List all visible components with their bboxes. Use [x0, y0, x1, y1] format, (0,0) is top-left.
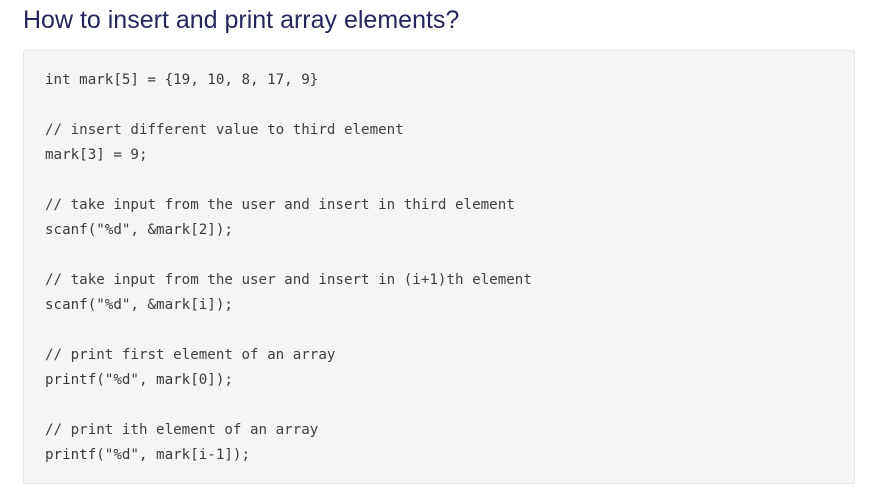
code-comment-insert-third: // insert different value to third eleme…	[45, 122, 404, 138]
code-line-blank	[45, 393, 854, 418]
code-line-scanf-mark-i: scanf("%d", &mark[i]);	[45, 297, 233, 313]
code-line-blank	[45, 243, 854, 268]
code-comment-input-ith: // take input from the user and insert i…	[45, 272, 532, 288]
code-comment-input-third: // take input from the user and insert i…	[45, 197, 515, 213]
code-line-assign-mark-3: mark[3] = 9;	[45, 147, 148, 163]
code-line-blank	[45, 318, 854, 343]
code-line-printf-mark-0: printf("%d", mark[0]);	[45, 372, 233, 388]
code-line-blank	[45, 93, 854, 118]
code-comment-print-first: // print first element of an array	[45, 347, 336, 363]
code-line-blank	[45, 168, 854, 193]
code-comment-print-ith: // print ith element of an array	[45, 422, 319, 438]
code-block: int mark[5] = {19, 10, 8, 17, 9} // inse…	[23, 50, 855, 484]
code-line-array-declaration: int mark[5] = {19, 10, 8, 17, 9}	[45, 72, 319, 88]
code-line-scanf-mark-2: scanf("%d", &mark[2]);	[45, 222, 233, 238]
page-title: How to insert and print array elements?	[23, 6, 460, 34]
code-line-printf-mark-i-1: printf("%d", mark[i-1]);	[45, 447, 250, 463]
